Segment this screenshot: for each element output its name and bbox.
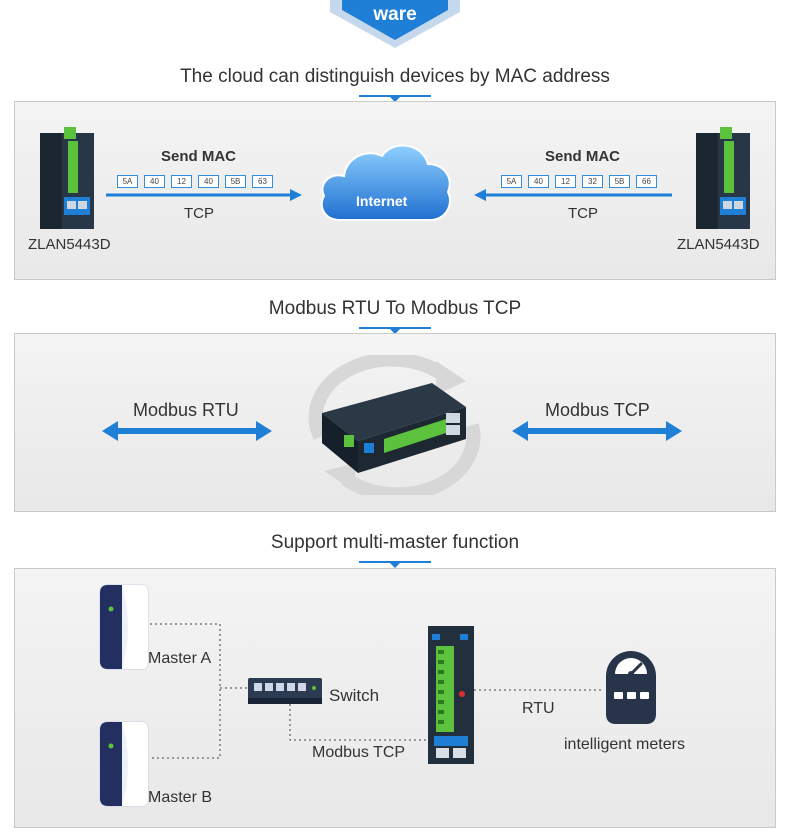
cloud-label: Internet xyxy=(356,193,408,209)
left-device-label: ZLAN5443D xyxy=(28,236,111,253)
mac-byte: 12 xyxy=(171,175,192,188)
mac-byte: 63 xyxy=(252,175,273,188)
modbus-rtu-arrow xyxy=(102,421,272,441)
switch-icon xyxy=(248,678,322,704)
section1-title-caret xyxy=(390,97,400,102)
switch-label: Switch xyxy=(329,686,380,705)
right-mac-boxes: 5A 40 12 32 5B 66 xyxy=(501,175,657,188)
mac-byte: 12 xyxy=(555,175,576,188)
right-arrow-left xyxy=(474,189,672,201)
right-tcp-label: TCP xyxy=(568,205,598,222)
banner-ribbon xyxy=(330,0,460,48)
mac-byte: 40 xyxy=(198,175,219,188)
left-mac-boxes: 5A 40 12 40 5B 63 xyxy=(117,175,273,188)
left-device-icon xyxy=(40,127,94,229)
mac-byte: 40 xyxy=(144,175,165,188)
section1-title-rule xyxy=(359,95,431,97)
right-device-icon xyxy=(696,127,750,229)
mac-byte: 40 xyxy=(528,175,549,188)
conversion-device-icon xyxy=(308,355,481,495)
mac-byte: 5B xyxy=(225,175,246,188)
mac-byte: 66 xyxy=(636,175,657,188)
rtu-link-label: RTU xyxy=(522,700,555,717)
modbus-rtu-label: Modbus RTU xyxy=(133,400,239,420)
mac-byte: 5A xyxy=(501,175,522,188)
banner-text: ware xyxy=(373,4,417,25)
mac-byte: 5A xyxy=(117,175,138,188)
master-a-label: Master A xyxy=(148,650,212,667)
left-send-mac-label: Send MAC xyxy=(161,148,236,165)
left-tcp-label: TCP xyxy=(184,205,214,222)
section2-title-caret xyxy=(390,329,400,334)
master-b-server-icon xyxy=(99,721,149,807)
right-device-label: ZLAN5443D xyxy=(677,236,760,253)
mac-byte: 32 xyxy=(582,175,603,188)
modbus-tcp-arrow xyxy=(512,421,682,441)
modbus-tcp-link-label: Modbus TCP xyxy=(312,744,406,761)
section3-title-caret xyxy=(390,563,400,568)
connection-lines xyxy=(150,623,604,759)
intelligent-meter-icon xyxy=(606,651,656,724)
section3-title-rule xyxy=(359,561,431,563)
master-a-server-icon xyxy=(99,584,149,670)
master-b-label: Master B xyxy=(148,789,213,806)
modbus-tcp-label: Modbus TCP xyxy=(545,400,650,420)
gateway-device-icon xyxy=(428,626,474,764)
section2-title-rule xyxy=(359,327,431,329)
left-arrow-right xyxy=(106,189,302,201)
section2-title: Modbus RTU To Modbus TCP xyxy=(268,298,522,319)
cloud-icon xyxy=(320,144,451,221)
right-send-mac-label: Send MAC xyxy=(545,148,620,165)
intelligent-meters-label: intelligent meters xyxy=(564,736,685,753)
mac-byte: 5B xyxy=(609,175,630,188)
section3-title: Support multi-master function xyxy=(270,532,520,553)
section1-title: The cloud can distinguish devices by MAC… xyxy=(180,66,610,87)
